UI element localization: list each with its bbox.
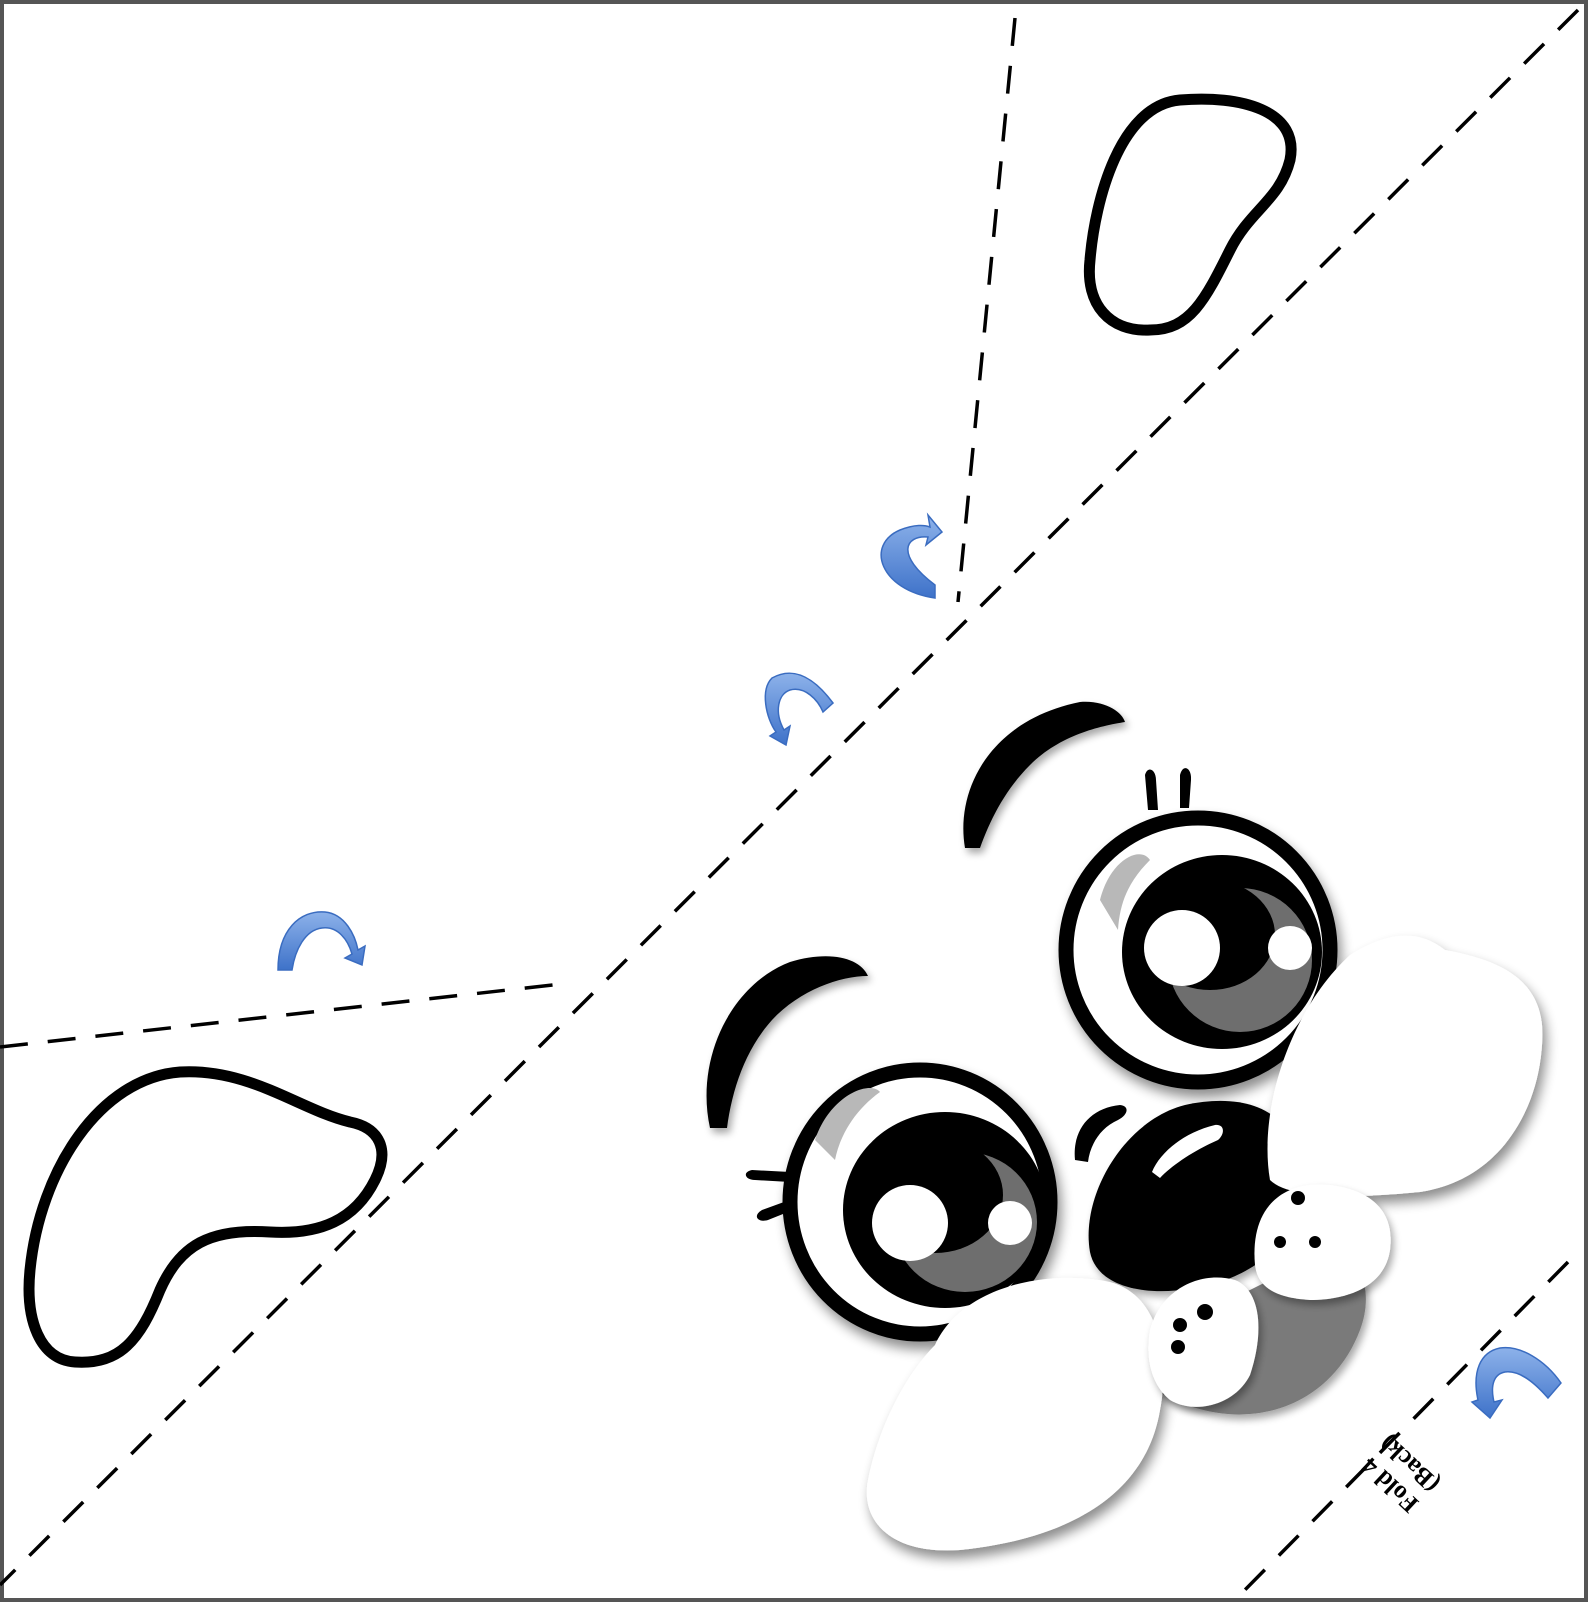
whisker-dot bbox=[1173, 1318, 1187, 1332]
whisker-dot bbox=[1197, 1304, 1213, 1320]
eyelash bbox=[1180, 768, 1191, 808]
eye-upper bbox=[1066, 818, 1330, 1082]
whisker-dot bbox=[1274, 1236, 1286, 1248]
whisker-dot bbox=[1171, 1340, 1185, 1354]
whisker-dot bbox=[1291, 1191, 1305, 1205]
whisker-dot bbox=[1309, 1236, 1321, 1248]
